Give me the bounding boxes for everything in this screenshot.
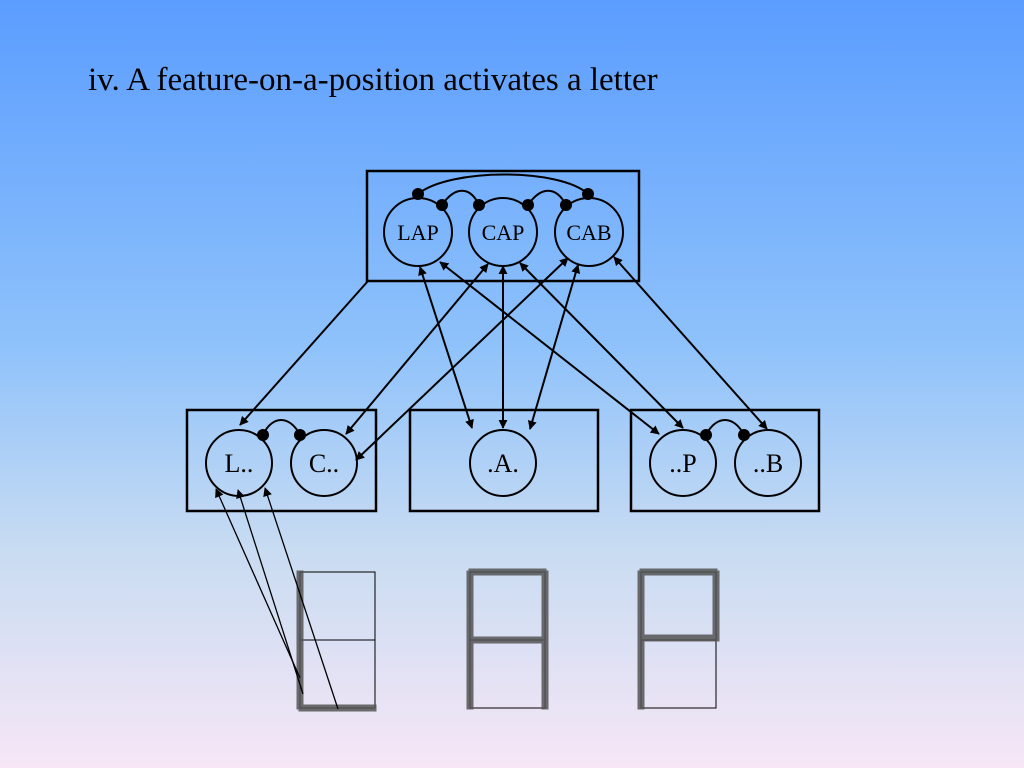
letter-node-b: ..B [734,429,802,497]
letter-node-label: C.. [309,449,339,478]
feature-glyph-position-1 [296,570,377,712]
word-node-label: CAP [482,220,525,245]
arrow-left-lower-to-l [236,489,304,695]
letter-position-1-box [185,408,378,513]
connection-box-to-l [239,280,369,426]
letter-node-label: ..B [753,449,783,478]
word-node-cap: CAP [468,197,538,267]
letter-node-label: L.. [225,449,254,478]
letter-inhibition-dots [257,429,750,441]
word-node-label: LAP [397,220,439,245]
feature-glyph-position-2 [466,568,549,710]
letter-node-l: L.. [205,429,273,497]
connection-cap-p [519,262,684,429]
letter-node-label: .A. [487,449,519,478]
letter-node-p: ..P [649,429,717,497]
slide-title: iv. A feature-on-a-position activates a … [88,62,658,98]
word-node-label: CAB [566,220,611,245]
feature-to-letter-arrows [215,487,339,710]
word-node-cab: CAB [554,197,624,267]
arrow-bottom-to-l [263,487,339,710]
connection-cab-b [613,256,768,430]
letter-node-label: ..P [669,449,696,478]
letter-node-a: .A. [469,429,537,497]
word-letter-connections [239,256,768,461]
connection-cab-a [527,264,581,430]
letter-node-c: C.. [290,429,358,497]
word-node-lap: LAP [383,197,453,267]
feature-glyph-position-3 [637,568,720,710]
arrow-left-upper-to-l [215,488,301,679]
connection-cab-c [355,257,569,461]
letter-position-3-box [629,408,821,513]
word-inhibition-dots [412,188,594,211]
